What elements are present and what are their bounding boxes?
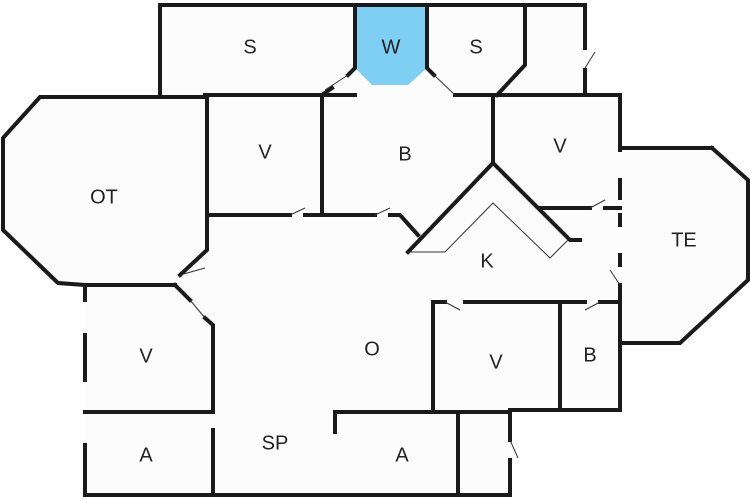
room-label-v2: V: [553, 135, 567, 157]
room-label-v1: V: [258, 141, 272, 163]
room-label-a1: A: [139, 444, 153, 466]
walls: [0, 3, 750, 497]
room-label-s1: S: [243, 36, 256, 58]
room-w-highlight[interactable]: [355, 5, 427, 85]
doors: [179, 51, 621, 459]
room-label-ot: OT: [90, 186, 118, 208]
room-label-v3: V: [139, 345, 153, 367]
room-label-b2: B: [583, 344, 596, 366]
room-label-a2: A: [395, 444, 409, 466]
room-label-sp: SP: [262, 432, 289, 454]
room-label-s2: S: [469, 36, 482, 58]
room-label-v4: V: [489, 351, 503, 373]
room-label-b1: B: [398, 143, 411, 165]
room-label-k: K: [480, 250, 494, 272]
kitchen-counter: [408, 202, 569, 259]
room-label-te: TE: [671, 229, 697, 251]
room-label-o: O: [364, 338, 380, 360]
room-label-w: W: [382, 36, 401, 58]
